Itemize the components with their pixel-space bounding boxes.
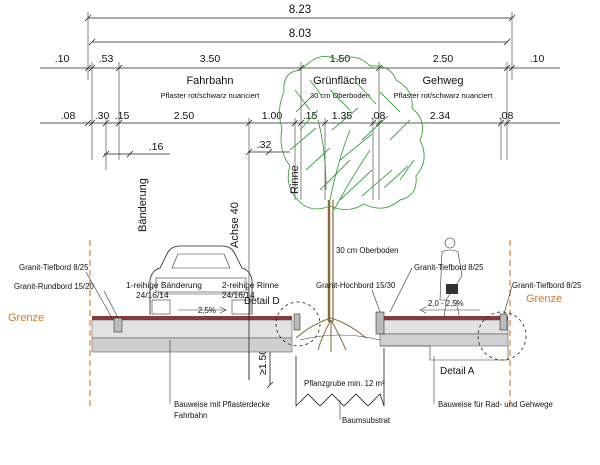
label-granit-tiefbord-right: Granit-Tiefbord 8/25: [512, 281, 582, 290]
dim-row3-6: 1.35: [332, 110, 353, 122]
dim-row3-5: .15: [303, 110, 318, 122]
label-slope-left: 2,5%: [198, 306, 216, 315]
zone-gehweg-name: Gehweg: [423, 75, 464, 87]
label-rinne-2-dim: 24/16/14: [222, 290, 255, 300]
label-grenze-left: Grenze: [8, 312, 44, 324]
annotations: Granit-Tiefbord 8/25 Granit-Rundbord 15/…: [8, 246, 582, 425]
zone-fahrbahn-name: Fahrbahn: [186, 75, 233, 87]
label-rinne-vertical: Rinne: [289, 165, 301, 194]
label-achse-vertical: Achse 40: [229, 202, 241, 248]
label-granit-hochbord: Granit-Hochbord 15/30: [316, 281, 396, 290]
zone-labels: Fahrbahn Pflaster rot/schwarz nuanciert …: [161, 75, 494, 100]
label-grenze-right: Grenze: [526, 293, 562, 305]
label-granit-tiefbord-left: Granit-Tiefbord 8/25: [19, 263, 89, 272]
dim-row2-5: .10: [530, 53, 545, 65]
zone-gehweg-sub: Pflaster rot/schwarz nuanciert: [394, 91, 494, 100]
dim-row3-7: .08: [371, 110, 386, 122]
label-granit-rundbord: Granit-Rundbord 15/20: [14, 282, 94, 291]
label-detail-d: Detail D: [244, 296, 280, 307]
label-rinne-2: 2-reihige Rinne: [222, 280, 279, 290]
dim-row3-2: .15: [115, 110, 130, 122]
zone-fahrbahn-sub: Pflaster rot/schwarz nuanciert: [161, 91, 261, 100]
dim-row2-1: .53: [99, 53, 114, 65]
label-baenderung-vertical: Bänderung: [137, 178, 149, 232]
dim-small-16: .16: [149, 141, 164, 153]
dim-row3-3: 2.50: [174, 110, 195, 122]
ground-section: [89, 240, 527, 410]
label-baenderung-1-dim: 24/16/14: [136, 290, 169, 300]
car-illustration: [149, 245, 253, 315]
label-bauweise-left-2: Fahrbahn: [174, 411, 207, 420]
label-slope-right: 2,0 - 2,5%: [428, 299, 464, 308]
label-bauweise-right: Bauweise für Rad- und Gehwege: [438, 400, 553, 409]
dim-row2-4: 2.50: [433, 53, 454, 65]
tree-illustration: Rinne: [279, 56, 425, 352]
label-detail-a: Detail A: [440, 366, 475, 377]
dim-depth: ≥1.50: [257, 349, 269, 375]
label-baumsubstrat: Baumsubstrat: [342, 416, 391, 425]
dim-row3-1: .30: [95, 110, 110, 122]
dim-row3-4: 1.00: [262, 110, 283, 122]
label-oberboden: 30 cm Oberboden: [336, 246, 398, 255]
dimension-chains: 8.23 8.03 .10 .53 3.50 1.50 2.50 .10: [40, 4, 560, 389]
zone-gruenflaeche-sub: 30 cm Oberboden: [310, 91, 370, 100]
dim-row3-9: .08: [499, 110, 514, 122]
dim-row3-0: .08: [61, 110, 76, 122]
label-pflanzgrube: Pflanzgrube min. 12 m³: [304, 379, 385, 388]
dim-row2-0: .10: [55, 53, 70, 65]
label-baenderung-1: 1-reihige Bänderung: [126, 280, 202, 290]
dim-row2-2: 3.50: [200, 53, 221, 65]
dim-small-32: .32: [257, 139, 272, 151]
label-granit-tiefbord-mid: Granit-Tiefbord 8/25: [414, 263, 484, 272]
dim-total-outer: 8.23: [289, 4, 311, 16]
zone-gruenflaeche-name: Grünfläche: [313, 75, 367, 87]
label-bauweise-left-1: Bauweise mit Pflasterdecke: [174, 400, 270, 409]
dim-total-inner: 8.03: [289, 28, 311, 40]
dim-row3-8: 2.34: [430, 110, 451, 122]
